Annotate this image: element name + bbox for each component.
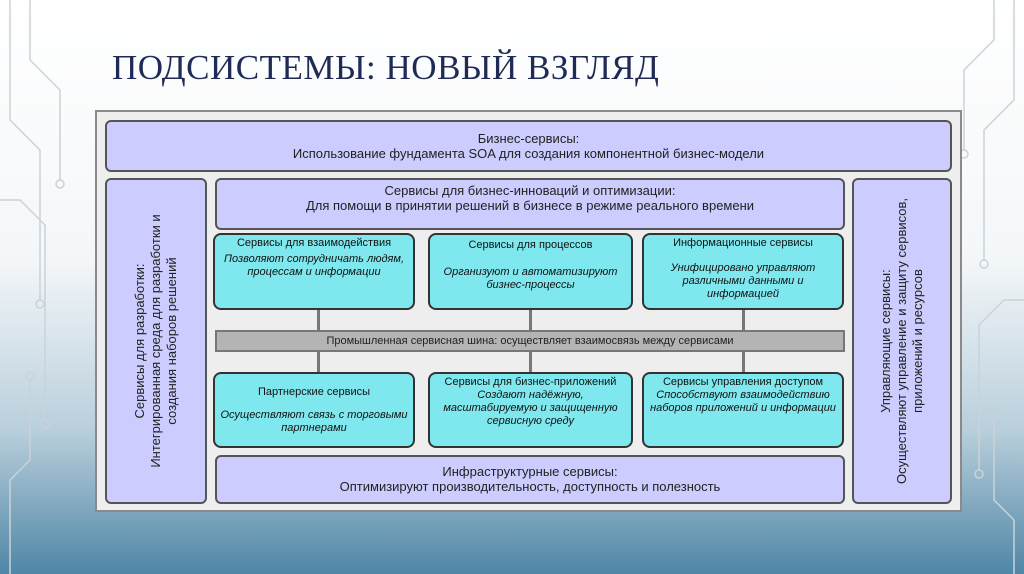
box-heading: Сервисы для процессов	[468, 239, 593, 251]
box-text: Осуществляют связь с торговыми партнерам…	[220, 409, 408, 434]
box-text: Унифицировано управляют различными данны…	[670, 262, 816, 300]
box-text: Использование фундамента SOA для создани…	[292, 146, 765, 161]
box-text: Интегрированная среда для разработки и с…	[148, 214, 179, 468]
box-heading: Сервисы для бизнес-инноваций и оптимизац…	[384, 183, 676, 198]
box-heading: Информационные сервисы	[673, 237, 813, 249]
box-text: Организуют и автоматизируют бизнес-проце…	[443, 266, 618, 291]
box-heading: Управляющие сервисы:	[878, 269, 893, 413]
infrastructure-services-box: Инфраструктурные сервисы: Оптимизируют п…	[215, 455, 845, 504]
box-text: Способствуют взаимодействию наборов прил…	[650, 389, 836, 414]
box-heading: Сервисы для бизнес-приложений	[444, 376, 617, 388]
innovation-services-box: Сервисы для бизнес-инноваций и оптимизац…	[215, 178, 845, 230]
circuit-decoration-right	[959, 0, 1024, 574]
business-services-box: Бизнес-сервисы: Использование фундамента…	[105, 120, 952, 172]
box-text: Оптимизируют производительность, доступн…	[339, 479, 721, 494]
box-text: Создают надёжную, масштабируемую и защищ…	[443, 389, 618, 427]
soa-subsystems-diagram: Бизнес-сервисы: Использование фундамента…	[95, 110, 962, 512]
enterprise-service-bus: Промышленная сервисная шина: осуществляе…	[215, 330, 845, 352]
box-heading: Партнерские сервисы	[257, 386, 370, 398]
box-heading: Инфраструктурные сервисы:	[442, 464, 618, 479]
circuit-decoration-left	[0, 0, 65, 574]
box-text: Осуществляют управление и защиту сервисо…	[894, 197, 925, 485]
box-heading: Бизнес-сервисы:	[477, 131, 580, 146]
box-heading: Сервисы для взаимодействия	[236, 237, 392, 249]
box-heading: Сервисы для разработки:	[132, 263, 147, 419]
box-text: Позволяют сотрудничать людям, процессам …	[223, 253, 405, 278]
box-text: Для помощи в принятии решений в бизнесе …	[305, 198, 755, 213]
box-heading: Сервисы управления доступом	[662, 376, 823, 388]
slide-title: ПОДСИСТЕМЫ: НОВЫЙ ВЗГЛЯД	[112, 48, 660, 87]
management-services-box: Управляющие сервисы:Осуществляют управле…	[852, 178, 952, 504]
development-services-box: Сервисы для разработки:Интегрированная с…	[105, 178, 207, 504]
